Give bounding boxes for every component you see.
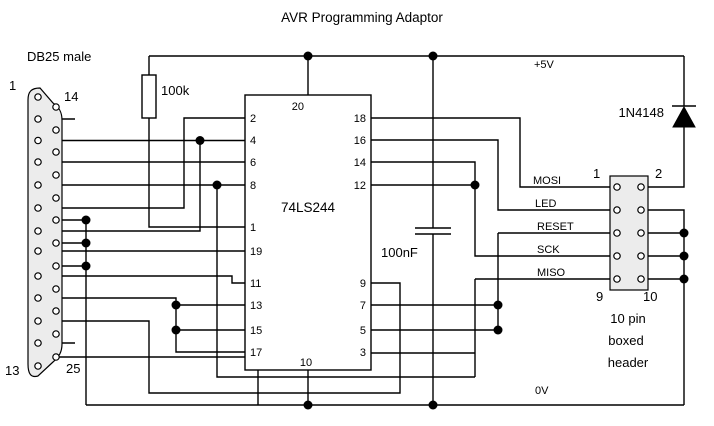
resistor-body <box>141 74 157 119</box>
net-ic-p2 <box>41 117 245 209</box>
db25-pin13-label: 13 <box>5 363 19 378</box>
net-db25-gnd-col <box>59 219 87 405</box>
svg-text:3: 3 <box>360 347 366 359</box>
svg-text:6: 6 <box>250 157 256 169</box>
net-diode <box>645 56 685 188</box>
capacitor-plates <box>415 227 451 235</box>
resistor-100k: 100k <box>141 74 190 119</box>
svg-text:16: 16 <box>354 135 366 147</box>
db25-pin1-label: 1 <box>9 78 16 93</box>
svg-text:7: 7 <box>360 300 366 312</box>
svg-text:17: 17 <box>250 347 262 359</box>
svg-text:11: 11 <box>250 278 261 290</box>
header-caption-line2: boxed <box>608 333 643 348</box>
junction-dot <box>470 180 480 190</box>
db25-label: DB25 male <box>27 49 91 64</box>
junction-dots <box>81 51 689 410</box>
svg-text:12: 12 <box>354 180 366 192</box>
junction-dot <box>171 325 181 335</box>
header-pin1-label: 1 <box>593 166 600 181</box>
net-header-gnd <box>645 209 685 405</box>
ic-pin20-label: 20 <box>292 101 304 113</box>
junction-dot <box>428 400 438 410</box>
capacitor-100nf: 100nF <box>381 227 451 260</box>
svg-text:18: 18 <box>354 113 366 125</box>
junction-dot <box>303 400 313 410</box>
signal-sck-label: SCK <box>537 244 560 256</box>
header-pins <box>613 183 645 283</box>
net-db25-gnd-p25 <box>59 356 259 405</box>
diode-1n4148: 1N4148 <box>618 105 696 128</box>
db25-connector: DB25 male 1 14 13 25 <box>5 49 91 378</box>
svg-text:13: 13 <box>250 300 262 312</box>
net-reset <box>371 232 617 331</box>
net-sck <box>371 161 617 257</box>
diode-triangle <box>672 105 696 128</box>
net-led <box>371 139 617 211</box>
signal-miso-label: MISO <box>537 267 566 279</box>
signal-reset-label: RESET <box>537 221 574 233</box>
junction-dot <box>171 300 181 310</box>
ic-right-pin-labels: 18 16 14 12 9 7 5 3 <box>354 113 366 359</box>
signal-labels: MOSI LED RESET SCK MISO <box>533 175 574 279</box>
junction-dot <box>493 325 503 335</box>
resistor-label: 100k <box>161 83 190 98</box>
junction-dot <box>212 180 222 190</box>
header-caption-line3: header <box>608 355 649 370</box>
header-pin10-label: 10 <box>643 289 657 304</box>
db25-pin14-label: 14 <box>64 89 78 104</box>
ic-label: 74LS244 <box>281 200 336 215</box>
svg-text:5: 5 <box>360 325 366 337</box>
db25-pin25-label: 25 <box>66 361 80 376</box>
svg-text:15: 15 <box>250 325 262 337</box>
net-ic-p4 <box>41 139 245 232</box>
ic-body <box>244 94 372 371</box>
net-ic-p11 <box>41 275 245 284</box>
net-ic-p8 <box>41 184 475 378</box>
signal-mosi-label: MOSI <box>533 175 561 187</box>
svg-text:14: 14 <box>354 157 366 169</box>
db25-pins-right-column <box>52 103 60 361</box>
wires <box>41 55 685 406</box>
junction-dot <box>303 51 313 61</box>
svg-text:8: 8 <box>250 180 256 192</box>
header-pin2-label: 2 <box>655 166 662 181</box>
ic-74ls244: 74LS244 20 10 2 4 6 8 1 19 11 13 15 17 1… <box>244 94 372 371</box>
db25-pins-left-column <box>34 93 42 370</box>
rail-0v-label: 0V <box>535 385 549 397</box>
junction-dot <box>428 51 438 61</box>
signal-led-label: LED <box>535 198 556 210</box>
ic-left-pin-labels: 2 4 6 8 1 19 11 13 15 17 <box>250 113 262 359</box>
junction-dot <box>493 300 503 310</box>
header-pin9-label: 9 <box>596 289 603 304</box>
net-ic-p13-15-17 <box>41 297 245 353</box>
svg-text:1: 1 <box>250 222 256 234</box>
junction-dot <box>81 261 91 271</box>
svg-text:9: 9 <box>360 278 366 290</box>
junction-dot <box>679 251 689 261</box>
net-ic-p9 <box>41 282 401 394</box>
net-mosi <box>371 117 617 188</box>
capacitor-label: 100nF <box>381 245 418 260</box>
junction-dot <box>81 215 91 225</box>
header-caption: 10 pin boxed header <box>608 311 649 370</box>
header-caption-line1: 10 pin <box>610 311 645 326</box>
svg-text:2: 2 <box>250 113 256 125</box>
net-miso <box>371 278 617 377</box>
rail-5v-label: +5V <box>534 59 555 71</box>
junction-dot <box>679 228 689 238</box>
junction-dot <box>195 136 205 145</box>
diode-label: 1N4148 <box>618 105 664 120</box>
ic-pin10-label: 10 <box>300 357 312 369</box>
net-resistor <box>148 56 245 228</box>
page-title: AVR Programming Adaptor <box>281 10 443 25</box>
header-10pin: 1 2 9 10 10 pin boxed header <box>593 166 662 370</box>
junction-dot <box>81 238 91 248</box>
svg-text:4: 4 <box>250 135 256 147</box>
svg-text:19: 19 <box>250 246 262 258</box>
junction-dot <box>679 274 689 284</box>
